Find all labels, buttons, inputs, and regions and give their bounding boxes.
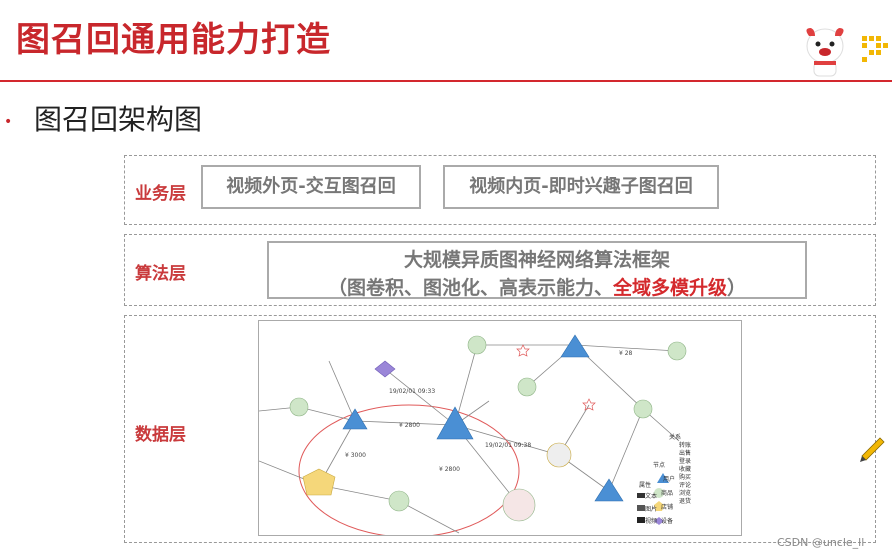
gnn-framework-box: 大规模异质图神经网络算法框架 （图卷积、图池化、高表示能力、全域多模升级） [267, 241, 807, 299]
shop-node-left [302, 468, 336, 496]
legend-relation-6: 浏览 [679, 489, 691, 497]
edge-label-6: 19/02/01 09:38 [485, 442, 531, 449]
algorithm-layer-label: 算法层 [135, 264, 186, 284]
heterogeneous-graph-diagram: ¥ 2800 ¥ 3000 ¥ 2800 ¥ 28 19/02/01 09:33… [258, 320, 742, 536]
bullet-mark: • [4, 114, 13, 130]
user-node-center [436, 406, 474, 440]
pencil-icon [860, 437, 885, 462]
edge-label-1: ¥ 2800 [399, 422, 420, 429]
algorithm-layer: 算法层 大规模异质图神经网络算法框架 （图卷积、图池化、高表示能力、全域多模升级… [124, 234, 876, 306]
subtitle-prefix: （图卷积、图池化、高表示能力、 [327, 277, 613, 299]
dotted-logo-icon [862, 36, 888, 62]
title-divider [0, 80, 892, 82]
legend-node-0: 用户 [663, 475, 675, 483]
slide-title: 图召回通用能力打造 [16, 20, 331, 60]
edge-label-3: ¥ 2800 [439, 466, 460, 473]
graph-legend: 关系 转账 出售 登录 收藏 购买 评论 浏览 退货 节点 用户 商品 店铺 设… [637, 433, 691, 525]
business-layer-label: 业务层 [135, 184, 186, 204]
business-layer: 业务层 视频外页-交互图召回 视频内页-即时兴趣子图召回 [124, 155, 876, 225]
subtitle-highlight: 全域多模升级 [612, 277, 727, 299]
subtitle-suffix: ） [727, 277, 747, 299]
section-subheading: 图召回架构图 [34, 103, 203, 136]
legend-relation-4: 购买 [679, 473, 691, 481]
legend-nodes-title: 节点 [653, 461, 665, 469]
legend-attribute-2: 视频 [645, 517, 657, 525]
user-node-bottom [594, 478, 624, 502]
data-layer-label: 数据层 [135, 425, 186, 445]
outer-page-graph-recall-box: 视频外页-交互图召回 [201, 165, 421, 209]
mascot-icon [806, 28, 844, 77]
legend-node-3: 设备 [661, 517, 673, 525]
legend-relation-3: 收藏 [679, 465, 691, 473]
user-node-left [342, 408, 368, 430]
legend-relation-2: 登录 [679, 457, 691, 465]
legend-relation-7: 退货 [679, 497, 691, 505]
gnn-framework-subtitle: （图卷积、图池化、高表示能力、全域多模升级） [269, 273, 805, 300]
legend-attributes-title: 属性 [639, 481, 651, 489]
legend-relations-title: 关系 [669, 433, 681, 441]
legend-attribute-1: 图片 [645, 505, 657, 513]
legend-relation-5: 评论 [679, 481, 691, 489]
legend-attribute-0: 文本 [645, 492, 657, 500]
data-layer: 数据层 [124, 315, 876, 543]
edge-label-4: ¥ 28 [619, 350, 633, 357]
edge-label-2: ¥ 3000 [345, 452, 366, 459]
user-node-top [560, 334, 590, 358]
watermark: CSDN @uncle_ll [777, 536, 865, 549]
legend-node-2: 店铺 [661, 503, 673, 511]
legend-relation-0: 转账 [679, 441, 691, 449]
inner-page-graph-recall-box: 视频内页-即时兴趣子图召回 [443, 165, 719, 209]
gnn-framework-title: 大规模异质图神经网络算法框架 [403, 249, 670, 271]
legend-node-1: 商品 [661, 489, 673, 497]
graph-svg: ¥ 2800 ¥ 3000 ¥ 2800 ¥ 28 19/02/01 09:33… [259, 334, 691, 535]
edge-label-5: 19/02/01 09:33 [389, 388, 435, 395]
legend-relation-1: 出售 [679, 449, 691, 457]
